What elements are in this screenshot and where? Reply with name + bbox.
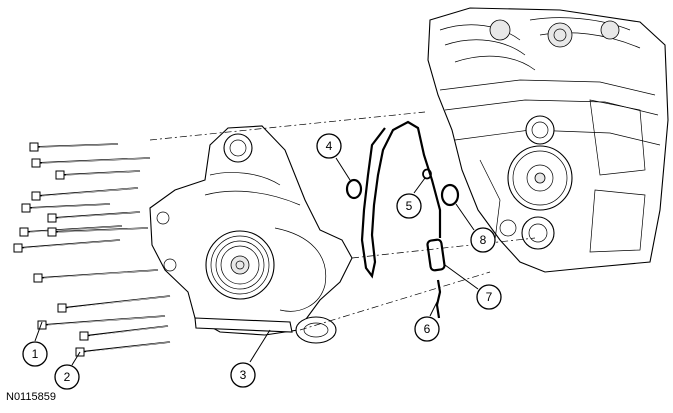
callout-3: 3 <box>230 329 271 388</box>
callout-circle <box>22 341 48 367</box>
callout-circle <box>230 362 256 388</box>
gasket-6 <box>435 279 442 319</box>
callout-leader <box>444 264 479 290</box>
gasket-7 <box>426 238 446 272</box>
callout-number: 1 <box>32 347 39 361</box>
callout-circle <box>316 133 342 159</box>
bolt <box>31 157 151 168</box>
figure-id: N0115859 <box>6 391 56 403</box>
callout-leader <box>455 203 475 231</box>
alignment-lines <box>149 111 536 331</box>
callout-circle <box>476 284 502 310</box>
bolt <box>33 269 159 283</box>
callout-number: 5 <box>406 199 413 213</box>
bolt <box>47 227 149 237</box>
callout-leader <box>413 177 426 194</box>
callout-number: 6 <box>424 322 431 336</box>
callout-6: 6 <box>414 301 440 342</box>
engine-block <box>427 7 669 273</box>
callout-number: 3 <box>240 368 247 382</box>
callout-leader <box>249 329 271 363</box>
callout-2: 2 <box>54 351 81 390</box>
bolt <box>19 225 123 237</box>
bolt <box>37 315 166 330</box>
callout-leader <box>34 321 43 342</box>
bolt <box>31 187 139 201</box>
cover-gasket <box>360 120 442 279</box>
o-ring-5 <box>422 168 432 180</box>
callout-leader <box>71 351 81 366</box>
callout-circle <box>414 316 440 342</box>
callout-number: 8 <box>480 233 487 247</box>
callout-circle <box>54 364 80 390</box>
callout-number: 2 <box>64 370 71 384</box>
callout-circle <box>470 227 496 253</box>
o-ring-8 <box>440 183 460 207</box>
callout-5: 5 <box>396 177 426 219</box>
callout-8: 8 <box>455 203 496 253</box>
callout-group: 1 2 3 4 5 6 7 8 <box>22 133 502 390</box>
bolt-group <box>13 142 171 357</box>
callout-leader <box>335 157 351 181</box>
callout-number: 4 <box>326 139 333 153</box>
callout-leader <box>429 301 438 317</box>
callout-7: 7 <box>444 264 502 310</box>
bolt <box>29 142 119 152</box>
callout-1: 1 <box>22 321 48 367</box>
front-cover <box>149 125 353 344</box>
callout-4: 4 <box>316 133 351 181</box>
bolt <box>47 211 141 223</box>
callout-number: 7 <box>486 290 493 304</box>
bolt <box>57 295 171 313</box>
o-ring-4 <box>345 178 363 200</box>
bolt <box>13 239 121 253</box>
bolt <box>75 341 171 357</box>
bolt <box>21 203 111 213</box>
bolt <box>79 325 169 341</box>
callout-circle <box>396 193 422 219</box>
bolt <box>55 170 141 180</box>
